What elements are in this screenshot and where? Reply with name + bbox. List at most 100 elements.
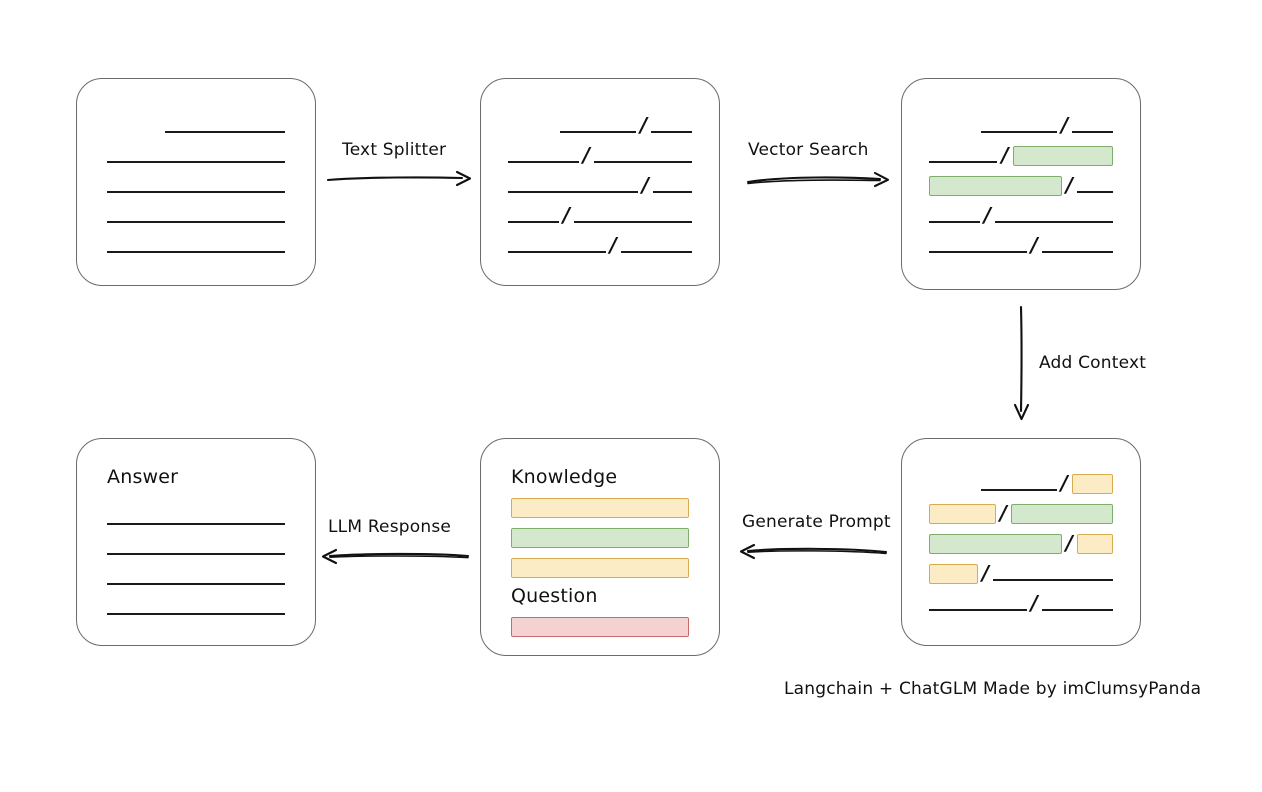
chunk-separator-slash: /: [999, 501, 1008, 525]
answer-heading: Answer: [107, 466, 179, 488]
document-row: [107, 531, 285, 561]
document-row: /: [929, 557, 1113, 587]
text-line: [508, 251, 606, 253]
text-line: [1041, 609, 1113, 611]
chunk-separator-slash: /: [609, 233, 617, 257]
text-line: [107, 583, 285, 585]
highlighted-chunk-green: [929, 176, 1062, 196]
text-line: [1041, 251, 1113, 253]
highlighted-chunk-yellow: [929, 504, 996, 524]
context-added-card[interactable]: / / / / /: [901, 438, 1141, 646]
chunk-separator-slash: /: [639, 113, 648, 137]
edge-llm-response: LLM Response: [320, 517, 470, 569]
arrow-right-icon: [326, 170, 472, 187]
edge-vector-search: Vector Search: [746, 140, 892, 192]
arrow-left-icon: [739, 543, 888, 560]
chunk-separator-slash: /: [1060, 471, 1068, 495]
text-line: [651, 131, 692, 133]
chunk-separator-slash: /: [562, 203, 571, 227]
document-row: /: [508, 229, 692, 259]
question-heading: Question: [511, 585, 598, 607]
prompt-bar-row: [511, 551, 689, 581]
chunk-separator-slash: /: [582, 143, 591, 167]
text-line: [653, 191, 692, 193]
chunk-separator-slash: /: [983, 203, 992, 227]
document-row: [107, 139, 285, 169]
highlighted-chunk-yellow: [1076, 534, 1113, 554]
prompt-bar-red: [511, 617, 689, 637]
text-line: [981, 131, 1057, 133]
chunk-separator-slash: /: [1001, 143, 1009, 167]
document-row: /: [929, 497, 1113, 527]
generated-prompt-card[interactable]: Knowledge Question: [480, 438, 720, 656]
document-row: /: [929, 199, 1113, 229]
context-added-rows: / / / / /: [902, 467, 1140, 617]
document-row: [107, 501, 285, 531]
text-line: [165, 131, 285, 133]
text-line: [508, 221, 559, 223]
source-document-card[interactable]: [76, 78, 316, 286]
prompt-bar-row: [511, 610, 689, 640]
chunk-separator-slash: /: [981, 561, 990, 585]
edge-add-context: Add Context: [1008, 305, 1158, 423]
document-row: [107, 199, 285, 229]
highlighted-chunk-green: [1012, 146, 1113, 166]
document-row: /: [929, 527, 1113, 557]
text-line: [981, 489, 1057, 491]
document-row: /: [508, 169, 692, 199]
document-row: [107, 591, 285, 621]
text-line: [508, 191, 638, 193]
split-chunks-card[interactable]: /////: [480, 78, 720, 286]
edge-generate-prompt-label: Generate Prompt: [742, 512, 891, 532]
chunk-separator-slash: /: [1065, 531, 1073, 555]
document-row: /: [929, 169, 1113, 199]
document-row: [107, 169, 285, 199]
prompt-bar-yellow: [511, 558, 689, 578]
prompt-bar-row: [511, 521, 689, 551]
credit-text: Langchain + ChatGLM Made by imClumsyPand…: [784, 679, 1202, 699]
text-line: [560, 131, 636, 133]
text-line: [620, 251, 692, 253]
arrow-right-icon: [746, 171, 890, 188]
document-row: /: [929, 467, 1113, 497]
chunk-separator-slash: /: [1030, 591, 1038, 615]
chunk-separator-slash: /: [1030, 233, 1038, 257]
document-row: [107, 561, 285, 591]
document-row: /: [508, 199, 692, 229]
answer-card[interactable]: Answer: [76, 438, 316, 646]
document-row: [107, 229, 285, 259]
text-line: [107, 613, 285, 615]
prompt-bar-row: [511, 491, 689, 521]
text-line: [929, 221, 980, 223]
text-line: [574, 221, 692, 223]
text-line: [107, 553, 285, 555]
highlighted-chunk-green: [929, 534, 1062, 554]
source-document-rows: [77, 109, 315, 259]
text-line: [929, 161, 998, 163]
edge-generate-prompt: Generate Prompt: [738, 512, 891, 564]
text-line: [993, 579, 1113, 581]
highlighted-chunk-green: [1011, 504, 1113, 524]
text-line: [107, 251, 285, 253]
text-line: [107, 523, 285, 525]
vector-matches-card[interactable]: /////: [901, 78, 1141, 290]
text-line: [1077, 191, 1113, 193]
answer-rows: [77, 501, 315, 621]
chunk-separator-slash: /: [1060, 113, 1069, 137]
arrow-left-icon: [321, 548, 470, 565]
document-row: /: [929, 139, 1113, 169]
text-line: [929, 251, 1027, 253]
text-line: [107, 191, 285, 193]
vector-matches-rows: /////: [902, 109, 1140, 259]
document-row: /: [929, 587, 1113, 617]
edge-text-splitter-label: Text Splitter: [342, 140, 447, 160]
question-bars: [481, 610, 719, 640]
knowledge-bars: [481, 491, 719, 581]
document-row: /: [929, 109, 1113, 139]
text-line: [1072, 131, 1113, 133]
document-row: /: [508, 109, 692, 139]
text-line: [594, 161, 692, 163]
text-line: [508, 161, 579, 163]
text-line: [107, 221, 285, 223]
text-line: [929, 609, 1027, 611]
